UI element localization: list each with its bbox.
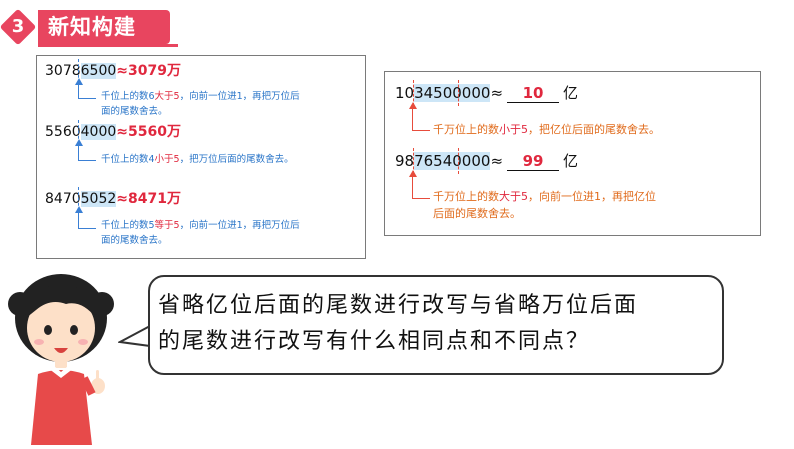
speech-bubble	[148, 275, 724, 375]
arrow-tail	[78, 160, 96, 161]
arrow-stem	[412, 108, 413, 130]
arrow-stem	[78, 145, 79, 160]
arrow-stem	[78, 84, 79, 98]
place-divider	[78, 187, 79, 211]
question-text: 省略亿位后面的尾数进行改写与省略万位后面 的尾数进行改写有什么相同点和不同点？	[158, 288, 718, 360]
rule-note: 千万位上的数小于5，把亿位后面的尾数舍去。	[433, 123, 660, 136]
unit-label: 亿	[563, 152, 579, 170]
section-header: 3 新知构建	[0, 8, 190, 47]
question-line-1: 省略亿位后面的尾数进行改写与省略万位后面	[158, 293, 639, 318]
approx-sign: ≈	[116, 191, 129, 207]
rule-note: 千位上的数6大于5，向前一位进1，再把万位后 面的尾数舍去。	[101, 91, 300, 117]
arrow-stem	[78, 212, 79, 228]
number-tail: 34500000	[414, 84, 491, 102]
title-bar	[38, 10, 170, 44]
approx-sign: ≈	[116, 63, 129, 79]
place-divider	[78, 59, 79, 83]
arrow-stem	[412, 176, 413, 198]
number-prefix: 8470	[45, 191, 81, 207]
unit-label: 亿	[563, 84, 579, 102]
question-line-2: 的尾数进行改写有什么相同点和不同点？	[158, 329, 591, 354]
example-row: 84705052 ≈8471万	[45, 187, 181, 211]
answer-blank: 10	[507, 84, 560, 103]
arrow-tail	[78, 98, 96, 99]
place-divider	[413, 80, 414, 106]
place-divider	[413, 148, 414, 174]
number-tail: 6500	[80, 63, 117, 79]
arrow-head	[75, 78, 83, 85]
number-tail: 5052	[80, 191, 117, 207]
arrow-head	[409, 102, 417, 109]
rounded-result: 8471万	[128, 191, 181, 207]
arrow-head	[75, 206, 83, 213]
arrow-tail	[78, 228, 96, 229]
number-prefix: 98	[395, 152, 415, 170]
example-row: 55604000 ≈5560万	[45, 120, 181, 144]
number-prefix: 5560	[45, 124, 81, 140]
number-prefix: 10	[395, 84, 415, 102]
arrow-head	[75, 139, 83, 146]
girl-illustration	[6, 270, 116, 445]
title-underline	[38, 44, 178, 47]
bubble-tail	[118, 325, 151, 347]
place-divider	[458, 80, 459, 106]
example-row: 30786500 ≈3079万	[45, 59, 181, 83]
answer-blank: 99	[507, 152, 560, 171]
number-prefix: 3078	[45, 63, 81, 79]
place-divider	[458, 148, 459, 174]
place-divider	[78, 120, 79, 144]
rounded-result: 5560万	[128, 124, 181, 140]
wan-rounding-box: 30786500 ≈3079万 千位上的数6大于5，向前一位进1，再把万位后 面…	[36, 55, 366, 259]
approx-sign: ≈	[490, 84, 504, 102]
rule-note: 千位上的数5等于5，向前一位进1，再把万位后 面的尾数舍去。	[101, 220, 300, 246]
arrow-head	[409, 170, 417, 177]
arrow-tail	[412, 198, 430, 199]
arrow-tail	[412, 130, 430, 131]
rule-note: 千位上的数4小于5，把万位后面的尾数舍去。	[101, 154, 294, 165]
number-tail: 4000	[80, 124, 117, 140]
section-badge-number: 3	[11, 16, 25, 37]
section-title: 新知构建	[48, 15, 136, 39]
rounded-result: 3079万	[128, 63, 181, 79]
number-tail: 76540000	[414, 152, 491, 170]
rule-note: 千万位上的数大于5，向前一位进1，再把亿位 后面的尾数舍去。	[433, 190, 656, 220]
approx-sign: ≈	[116, 124, 129, 140]
approx-sign: ≈	[490, 152, 504, 170]
